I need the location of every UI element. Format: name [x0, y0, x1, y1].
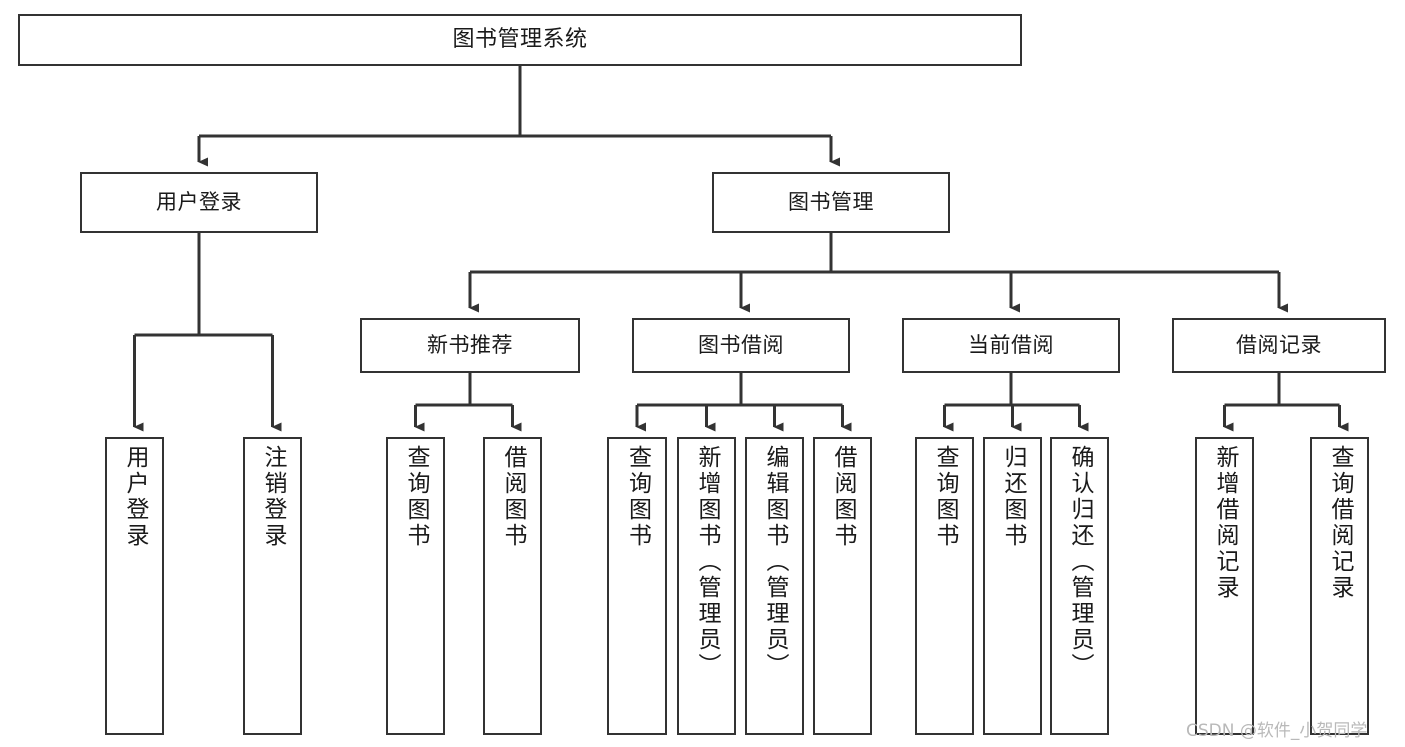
node-label: 查询图书	[624, 445, 651, 549]
leaf-query-book-3[interactable]: 查询图书	[915, 437, 974, 735]
leaf-borrow-book-1[interactable]: 借阅图书	[483, 437, 542, 735]
node-new-book-recommendation[interactable]: 新书推荐	[360, 318, 580, 373]
leaf-return-book[interactable]: 归还图书	[983, 437, 1042, 735]
node-label: 图书借阅	[698, 333, 784, 358]
node-user-login[interactable]: 用户登录	[80, 172, 318, 233]
node-label: 图书管理	[788, 190, 874, 215]
node-label: 查询图书	[932, 445, 958, 549]
node-label: 查询借阅记录	[1327, 445, 1353, 601]
node-label: 编辑图书（管理员）	[762, 445, 788, 679]
csdn-watermark: CSDN @软件_小贺同学	[1186, 721, 1368, 741]
node-root-book-management-system[interactable]: 图书管理系统	[18, 14, 1022, 66]
leaf-confirm-return-admin[interactable]: 确认归还（管理员）	[1050, 437, 1109, 735]
node-label: 查询图书	[403, 445, 429, 549]
leaf-add-borrow-record[interactable]: 新增借阅记录	[1195, 437, 1254, 735]
leaf-query-book-1[interactable]: 查询图书	[386, 437, 445, 735]
node-label: 新增图书（管理员）	[694, 445, 720, 679]
node-current-borrowing[interactable]: 当前借阅	[902, 318, 1120, 373]
node-label: 借阅图书	[500, 445, 526, 549]
node-label: 借阅记录	[1236, 333, 1322, 358]
leaf-borrow-book-2[interactable]: 借阅图书	[813, 437, 872, 735]
leaf-add-book-admin[interactable]: 新增图书（管理员）	[677, 437, 736, 735]
leaf-query-borrow-record[interactable]: 查询借阅记录	[1310, 437, 1369, 735]
node-label: 当前借阅	[968, 333, 1054, 358]
leaf-logout[interactable]: 注销登录	[243, 437, 302, 735]
node-label: 新书推荐	[427, 333, 513, 358]
node-label: 归还图书	[1000, 445, 1026, 549]
node-label: 确认归还（管理员）	[1067, 445, 1093, 679]
node-label: 用户登录	[122, 445, 148, 549]
node-label: 新增借阅记录	[1212, 445, 1238, 601]
leaf-query-book-2[interactable]: 查询图书	[607, 437, 667, 735]
node-label: 借阅图书	[830, 445, 856, 549]
leaf-edit-book-admin[interactable]: 编辑图书（管理员）	[745, 437, 804, 735]
node-borrowing-records[interactable]: 借阅记录	[1172, 318, 1386, 373]
node-book-management[interactable]: 图书管理	[712, 172, 950, 233]
leaf-user-login[interactable]: 用户登录	[105, 437, 164, 735]
node-label: 用户登录	[156, 190, 242, 215]
node-label: 注销登录	[260, 445, 286, 549]
node-book-borrowing[interactable]: 图书借阅	[632, 318, 850, 373]
node-label: 图书管理系统	[452, 26, 588, 52]
